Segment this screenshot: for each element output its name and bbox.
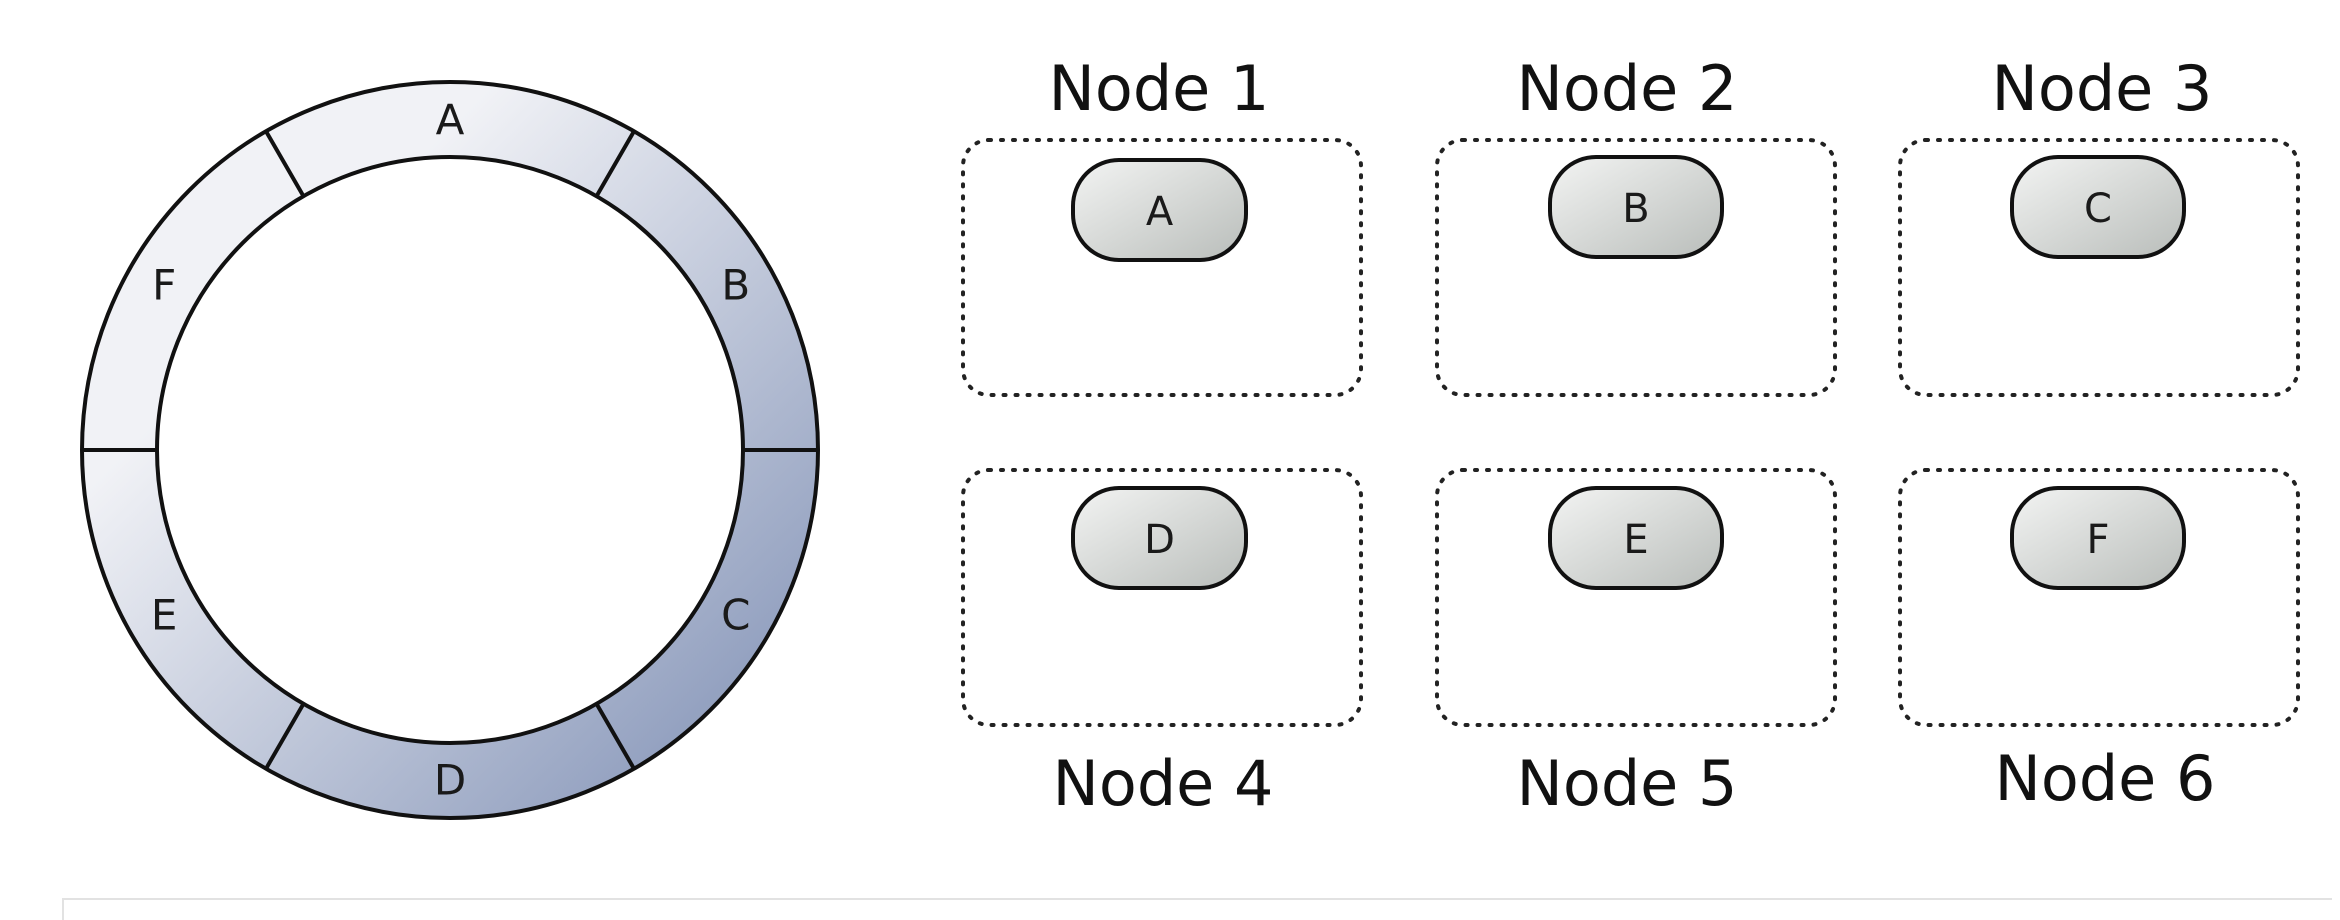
node-box bbox=[961, 138, 1363, 397]
node-grid: Node 1 A Node 2 B Node 3 C Node 4 D Node… bbox=[961, 52, 2300, 820]
item-label: D bbox=[1144, 517, 1175, 563]
ring-segment-label: E bbox=[151, 591, 178, 640]
item-label: C bbox=[2084, 186, 2112, 232]
node-6: Node 6 F bbox=[1898, 468, 2300, 815]
ring-segment-label: D bbox=[434, 756, 466, 805]
bottom-divider bbox=[62, 898, 2332, 900]
node-3: Node 3 C bbox=[1898, 52, 2300, 397]
node-5: Node 5 E bbox=[1435, 468, 1837, 820]
node-title: Node 2 bbox=[1517, 52, 1738, 125]
item-pill bbox=[1071, 158, 1248, 262]
item-pill bbox=[1071, 486, 1248, 590]
node-title: Node 3 bbox=[1992, 52, 2213, 125]
item-label: F bbox=[2086, 517, 2109, 563]
node-box bbox=[961, 468, 1363, 727]
item-pill bbox=[1548, 486, 1724, 590]
item-pill bbox=[2010, 486, 2186, 590]
node-2: Node 2 B bbox=[1435, 52, 1837, 397]
node-box bbox=[1898, 468, 2300, 727]
node-title: Node 4 bbox=[1053, 747, 1274, 820]
node-4: Node 4 D bbox=[961, 468, 1363, 820]
node-box bbox=[1898, 138, 2300, 397]
item-pill bbox=[2010, 155, 2186, 259]
ring-segment-divider bbox=[264, 130, 306, 198]
node-1: Node 1 A bbox=[961, 52, 1363, 397]
bottom-divider-tick bbox=[62, 898, 64, 920]
item-label: E bbox=[1623, 517, 1648, 563]
node-title: Node 6 bbox=[1995, 742, 2216, 815]
item-label: A bbox=[1146, 189, 1174, 235]
ring-segment-label: B bbox=[721, 261, 750, 310]
node-box bbox=[1435, 468, 1837, 727]
item-label: B bbox=[1622, 186, 1649, 232]
ring-segment-divider bbox=[594, 130, 636, 198]
ring-segment-label: C bbox=[721, 591, 750, 640]
hash-ring-band bbox=[82, 82, 818, 818]
item-pill bbox=[1548, 155, 1724, 259]
ring-segment-label: F bbox=[152, 261, 176, 310]
node-box bbox=[1435, 138, 1837, 397]
node-title: Node 5 bbox=[1517, 747, 1738, 820]
ring-segment-divider bbox=[264, 702, 306, 770]
ring-segment-divider bbox=[594, 702, 636, 770]
hash-ring: A B C D E F bbox=[80, 80, 820, 820]
hash-ring-inner-edge bbox=[155, 155, 745, 745]
ring-segment-label: A bbox=[436, 96, 465, 145]
node-title: Node 1 bbox=[1049, 52, 1270, 125]
